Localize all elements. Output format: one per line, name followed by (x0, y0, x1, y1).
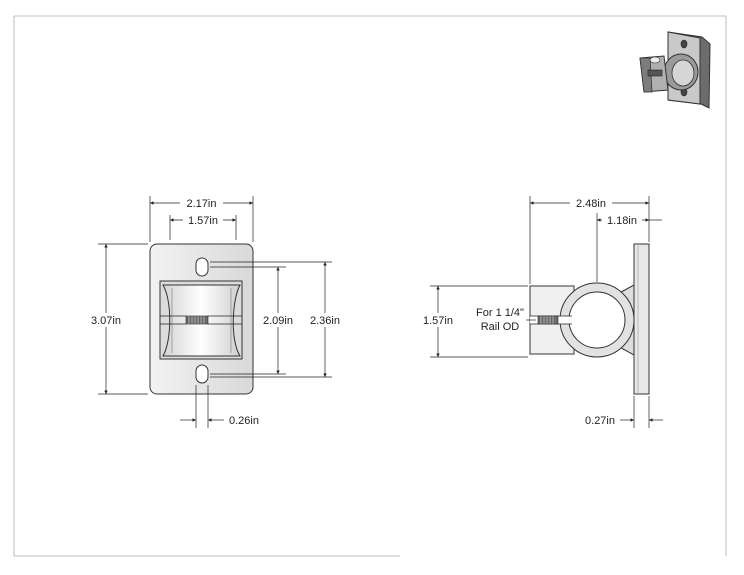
dim-inner-height: 2.09in (263, 315, 293, 327)
bottom-slot (195, 364, 209, 384)
mounting-plate-side (633, 243, 650, 395)
dim-overall-width: 2.17in (187, 198, 217, 210)
screw-side (537, 315, 559, 325)
side-dimensions: 2.48in 1.18in 1.57in For 1 1/4" Rail OD … (418, 196, 663, 428)
dim-slot-width: 0.26in (229, 415, 259, 427)
dim-overall-height: 3.07in (91, 315, 121, 327)
dim-ring-depth: 1.18in (607, 215, 637, 227)
sheet-border (13, 15, 727, 557)
isometric-thumbnail (639, 31, 711, 109)
dim-overall-depth: 2.48in (576, 198, 606, 210)
front-view (149, 243, 254, 395)
clamp-ring-inner (568, 291, 626, 349)
side-view (529, 243, 650, 395)
front-dimensions: 2.17in 1.57in 3.07in 2.09in 2.36in 0.26i… (86, 196, 346, 428)
rail-note-line1: For 1 1/4" (476, 307, 524, 319)
dim-ring-height: 1.57in (423, 315, 453, 327)
screw-front (185, 315, 209, 325)
dim-plate-thickness: 0.27in (585, 415, 615, 427)
rail-note-line2: Rail OD (481, 321, 520, 333)
dim-slot-height: 2.36in (310, 315, 340, 327)
top-slot (195, 257, 209, 277)
dim-slot-spacing: 1.57in (188, 215, 218, 227)
